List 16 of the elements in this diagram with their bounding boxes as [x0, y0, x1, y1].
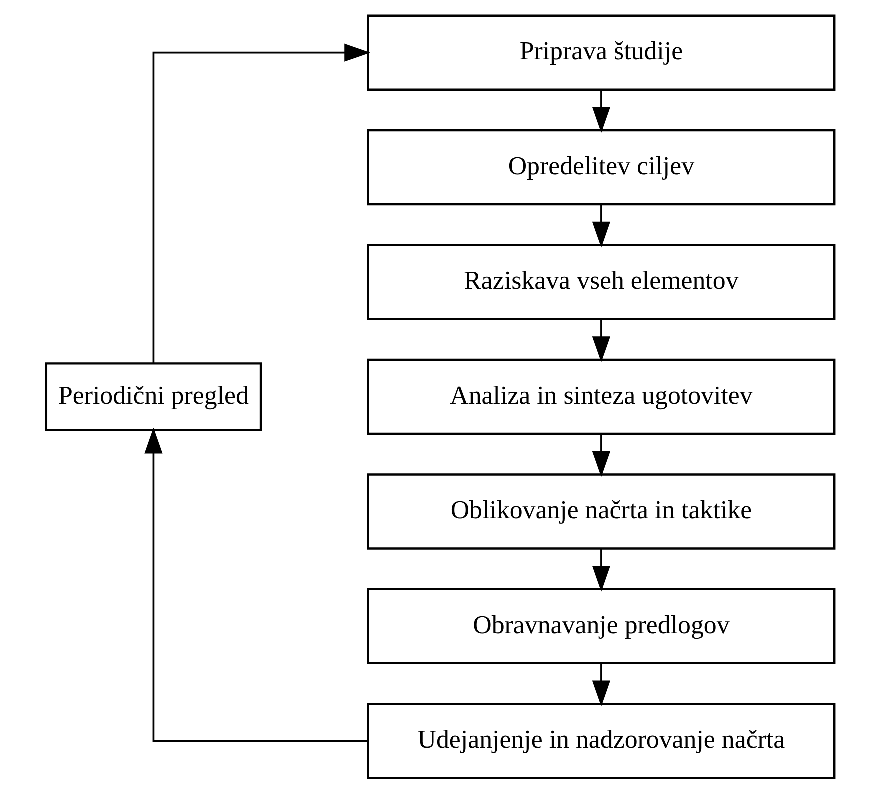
- node-box: Obravnavanje predlogov: [367, 588, 836, 665]
- node-box: Analiza in sinteza ugotovitev: [367, 358, 836, 436]
- node-box: Priprava študije: [367, 14, 836, 91]
- arrow: [592, 549, 611, 592]
- node-box: Oblikovanje načrta in taktike: [367, 474, 836, 550]
- arrow: [144, 428, 368, 742]
- arrow: [592, 320, 611, 363]
- node-box: Udejanjenje in nadzorovanje načrta: [367, 703, 836, 780]
- node-box: Opredelitev ciljev: [367, 129, 836, 206]
- arrow: [592, 205, 611, 248]
- node-box: Raziskava vseh elementov: [367, 244, 836, 320]
- arrow: [592, 434, 611, 478]
- node-box: Periodični pregled: [45, 362, 262, 432]
- arrow: [592, 90, 611, 134]
- arrow: [592, 664, 611, 707]
- arrow: [152, 44, 371, 364]
